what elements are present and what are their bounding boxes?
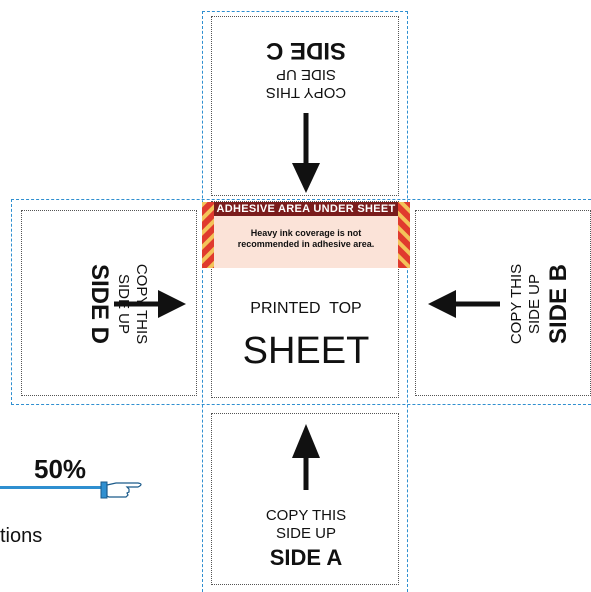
arrow-down-icon [292,113,320,193]
horizontal-dashed-guide [11,199,591,405]
arrow-right-icon [114,290,186,318]
adhesive-note-line1: Heavy ink coverage is not [250,228,362,238]
side-b-panel: COPY THIS SIDE UP SIDE B [415,210,591,396]
adhesive-stripes-left [202,202,214,268]
adhesive-note-line2: recommended in adhesive area. [237,239,375,249]
top-sheet-panel: ADHESIVE AREA UNDER SHEET Heavy ink cove… [202,201,410,398]
side-a-label: SIDE A [269,545,343,570]
arrow-left-icon [428,290,500,318]
arrow-up-icon [292,424,320,490]
pointing-hand-icon [100,481,142,499]
side-a-panel: COPY THIS SIDE UP SIDE A [211,413,399,585]
printed-top-label: PRINTED TOP [250,300,362,317]
side-a-copy-line1: COPY THIS [265,507,347,524]
adhesive-area: ADHESIVE AREA UNDER SHEET Heavy ink cove… [202,202,410,268]
sheet-title: SHEET [242,330,370,372]
vertical-dashed-guide [202,11,408,592]
percent-underline [0,486,104,489]
side-d-panel: COPY THIS SIDE UP SIDE D [21,210,197,396]
adhesive-stripes-right [398,202,410,268]
adhesive-banner [214,202,398,216]
fragment-text: tions [0,525,43,547]
adhesive-banner-text: ADHESIVE AREA UNDER SHEET [216,203,396,215]
side-c-panel: COPY THIS SIDE UP SIDE C [211,16,399,196]
percent-label: 50% [34,454,87,484]
side-a-copy-line2: SIDE UP [275,525,336,542]
